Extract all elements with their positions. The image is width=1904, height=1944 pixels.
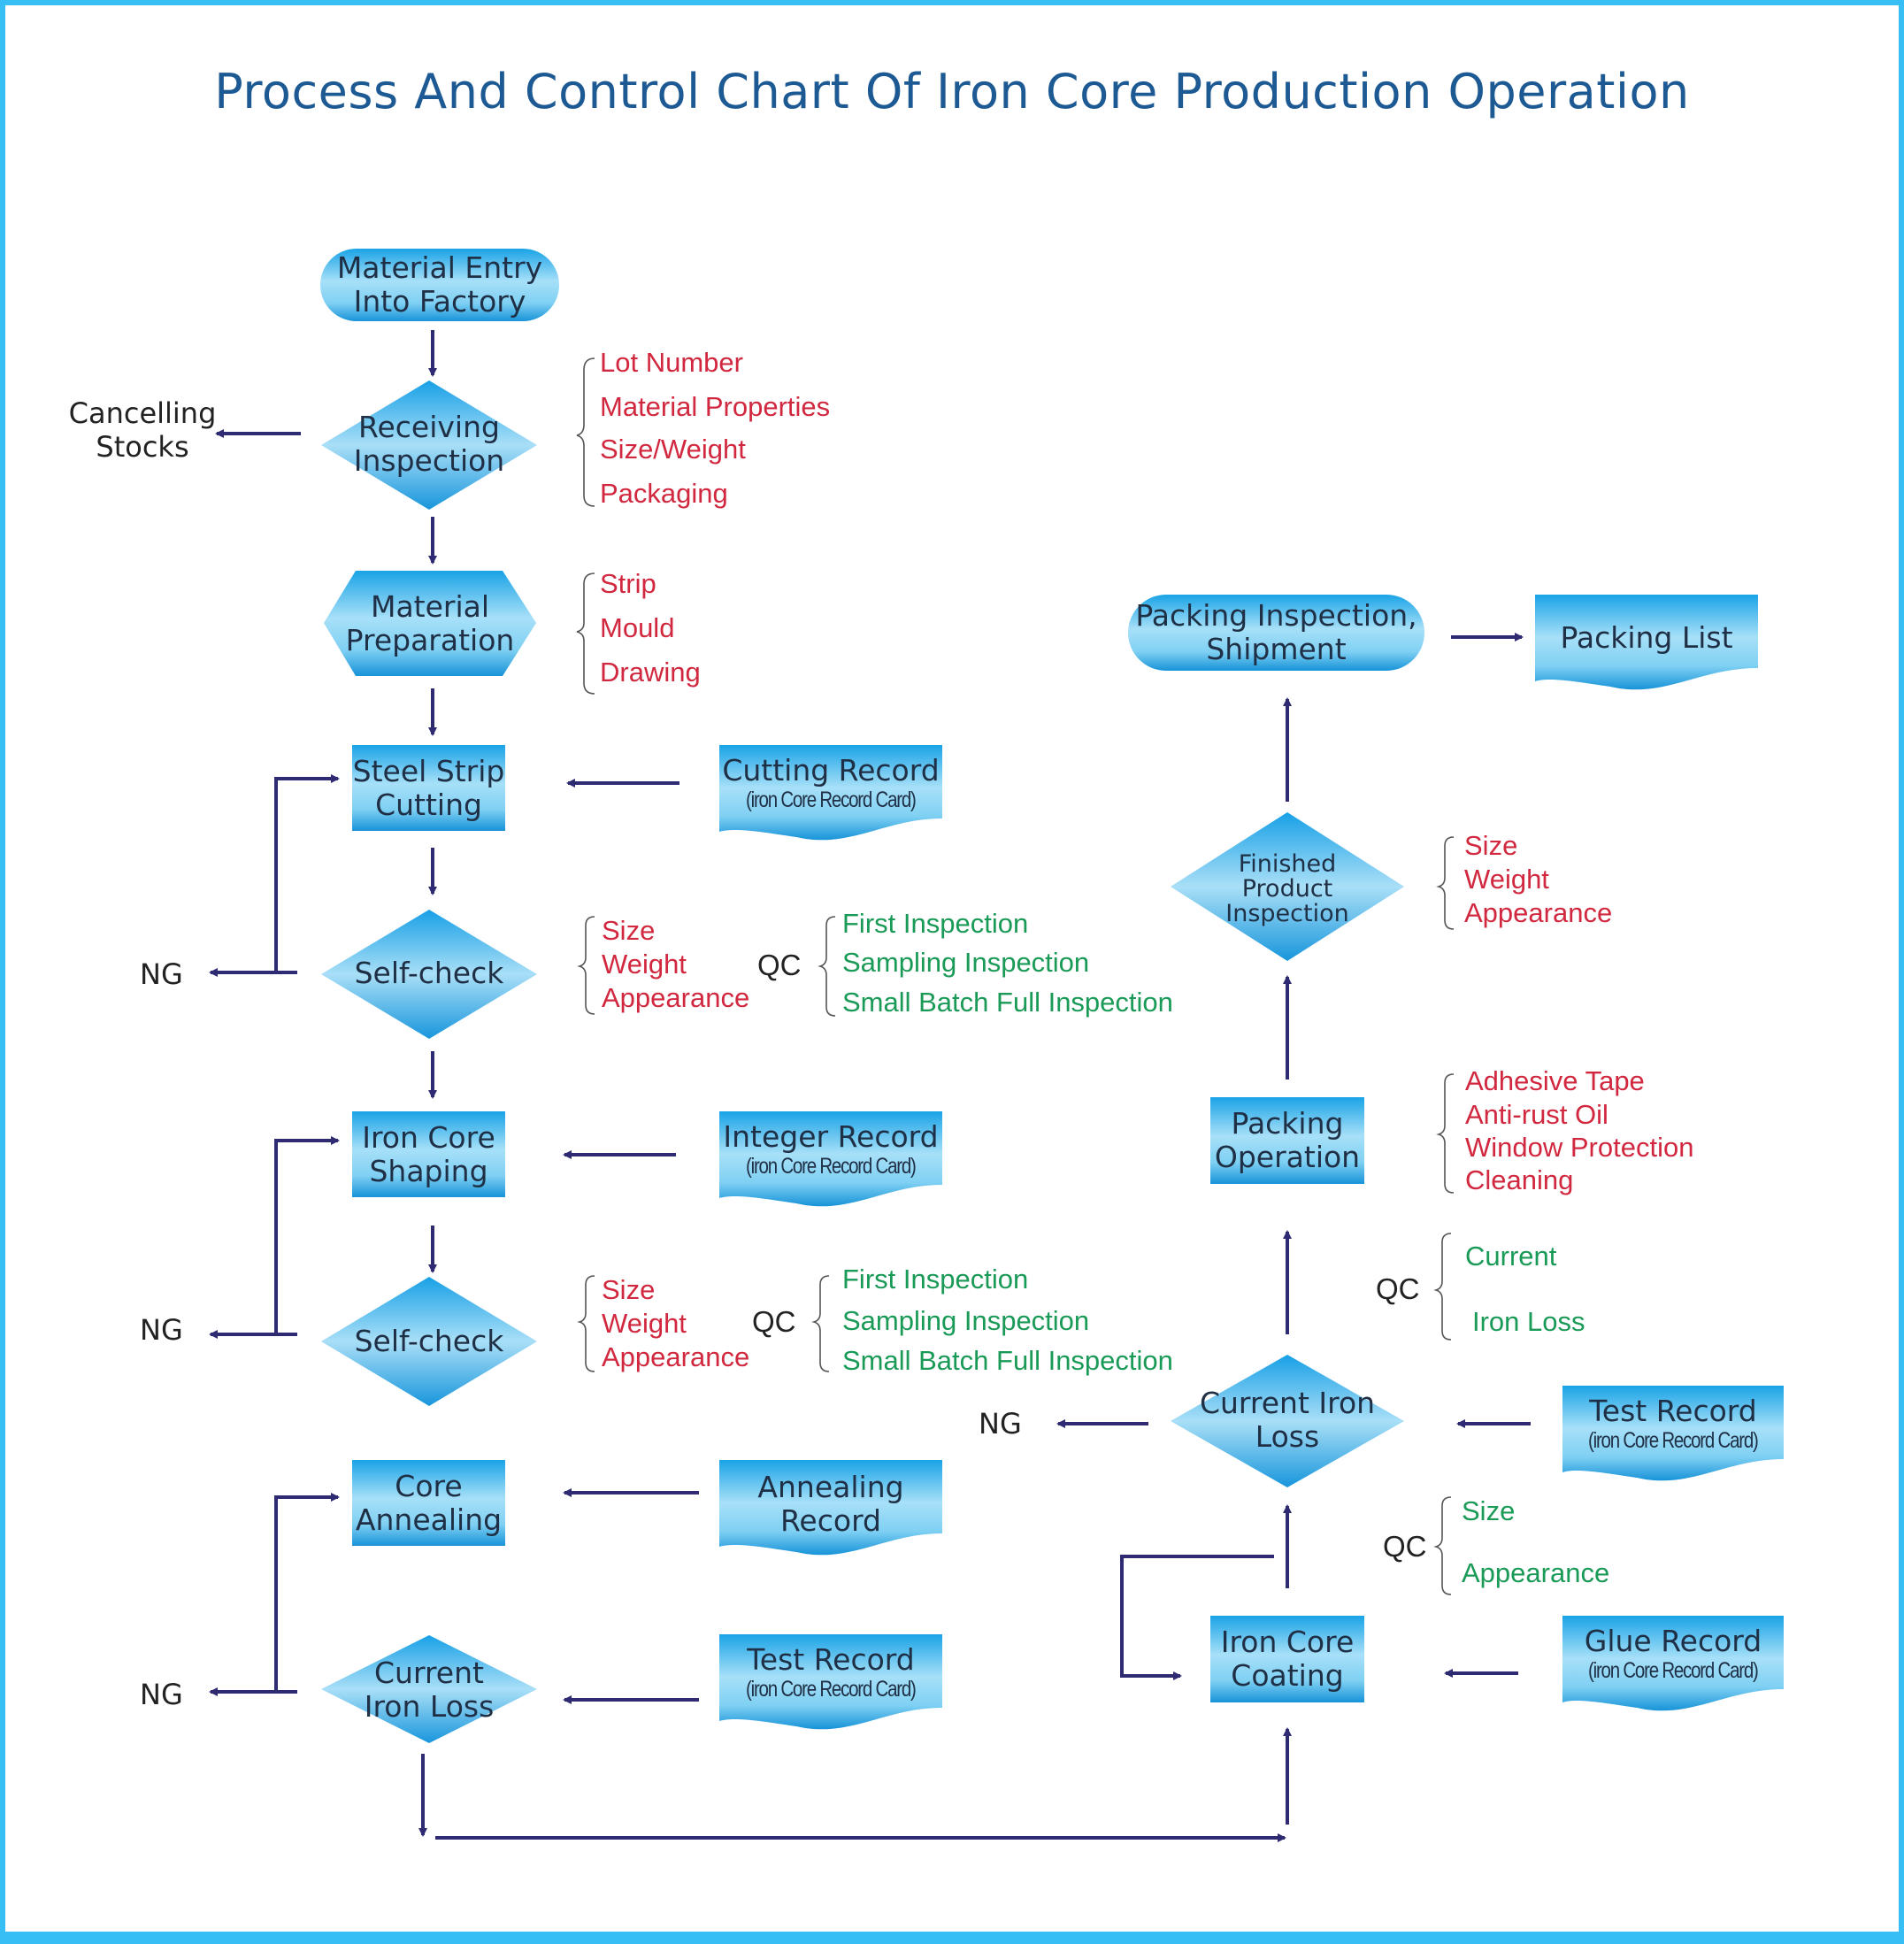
cutting-record-document[interactable] [719, 745, 942, 841]
packing-inspection-shipment-terminator[interactable] [1128, 595, 1424, 671]
chart-title: Process And Control Chart Of Iron Core P… [214, 64, 1690, 119]
qc-item: Small Batch Full Inspection [842, 987, 1173, 1018]
arrow-self-check-1-rework [274, 774, 340, 972]
current-iron-loss-right-diamond[interactable] [1171, 1355, 1404, 1487]
annealing-record-document[interactable] [719, 1460, 942, 1556]
ng-label-iron-loss-left: NG [140, 1678, 183, 1711]
packing-operation-box[interactable] [1210, 1097, 1364, 1184]
glue-record-document[interactable] [1562, 1616, 1784, 1711]
self-check-1-diamond[interactable] [321, 910, 537, 1039]
checklist-item: Size/Weight [600, 434, 746, 465]
checklist-item: Strip [600, 568, 656, 599]
qc-item: Current [1465, 1241, 1557, 1272]
qc-item: First Inspection [842, 908, 1029, 939]
checklist-item: Size [1464, 830, 1518, 861]
qc-label-1: QC [757, 949, 802, 981]
ng-label-iron-loss-right: NG [979, 1407, 1022, 1441]
checklist-item: Window Protection [1465, 1132, 1694, 1163]
checklist-item: Size [602, 1274, 656, 1305]
current-iron-loss-left-diamond[interactable] [321, 1635, 537, 1743]
brace-receiving [576, 357, 595, 507]
receiving-inspection-diamond[interactable] [321, 380, 537, 510]
qc-item: Size [1462, 1495, 1516, 1526]
ng-label-self-check-1: NG [140, 957, 183, 991]
ng-label-self-check-2: NG [140, 1313, 183, 1347]
qc-item: Appearance [1462, 1557, 1610, 1588]
packing-list-document[interactable] [1535, 595, 1758, 690]
brace-preparation [576, 572, 595, 695]
checklist-item: Lot Number [600, 347, 743, 378]
brace-packing [1436, 1073, 1455, 1194]
checklist-item: Material Properties [600, 391, 831, 422]
checklist-item: Cleaning [1465, 1164, 1574, 1195]
test-record-left-document[interactable] [719, 1634, 942, 1730]
qc-item: Small Batch Full Inspection [842, 1345, 1173, 1376]
checklist-item: Mould [600, 612, 675, 643]
qc-label-iron-loss: QC [1376, 1272, 1420, 1305]
test-record-right-document[interactable] [1562, 1386, 1784, 1481]
core-annealing-box[interactable] [352, 1460, 505, 1546]
cancelling-stocks-line2: Stocks [96, 430, 189, 464]
integer-record-document[interactable] [719, 1111, 942, 1207]
qc-item: Sampling Inspection [842, 1305, 1090, 1336]
checklist-item: Adhesive Tape [1465, 1065, 1645, 1096]
brace-qc-2 [811, 1275, 830, 1372]
brace-self-check-2 [577, 1275, 595, 1372]
brace-qc-iron-loss [1433, 1233, 1452, 1341]
checklist-item: Anti-rust Oil [1465, 1099, 1608, 1130]
qc-item: Sampling Inspection [842, 947, 1090, 978]
material-entry-terminator[interactable] [320, 249, 559, 321]
checklist-item: Weight [602, 949, 687, 980]
checklist-item: Drawing [600, 657, 701, 688]
qc-item: Iron Loss [1472, 1306, 1585, 1337]
qc-label-2: QC [752, 1305, 796, 1338]
finished-product-inspection-diamond[interactable] [1171, 812, 1404, 961]
cancelling-stocks-line1: Cancelling [68, 396, 217, 430]
material-preparation-hexagon[interactable] [324, 571, 536, 676]
checklist-item: Appearance [602, 982, 750, 1013]
checklist-item: Appearance [602, 1341, 750, 1372]
cancelling-stocks-label: Cancelling Stocks [67, 396, 218, 464]
brace-finished-product [1436, 836, 1455, 930]
checklist-item: Size [602, 915, 656, 946]
checklist-item: Packaging [600, 478, 728, 509]
checklist-item: Weight [1464, 864, 1549, 895]
iron-core-shaping-box[interactable] [352, 1111, 505, 1197]
qc-item: First Inspection [842, 1264, 1029, 1295]
iron-core-coating-box[interactable] [1210, 1616, 1364, 1702]
self-check-2-diamond[interactable] [321, 1277, 537, 1406]
checklist-item: Weight [602, 1308, 687, 1339]
arrow-iron-loss-left-rework [274, 1493, 340, 1692]
brace-qc-coating [1433, 1496, 1452, 1595]
brace-self-check-1 [577, 916, 595, 1015]
checklist-item: Appearance [1464, 897, 1613, 928]
steel-strip-cutting-box[interactable] [352, 745, 505, 831]
arrow-self-check-2-rework [274, 1136, 340, 1334]
arrow-coating-rework [1120, 1555, 1274, 1680]
brace-qc-1 [818, 916, 836, 1017]
qc-label-coating: QC [1383, 1530, 1427, 1563]
